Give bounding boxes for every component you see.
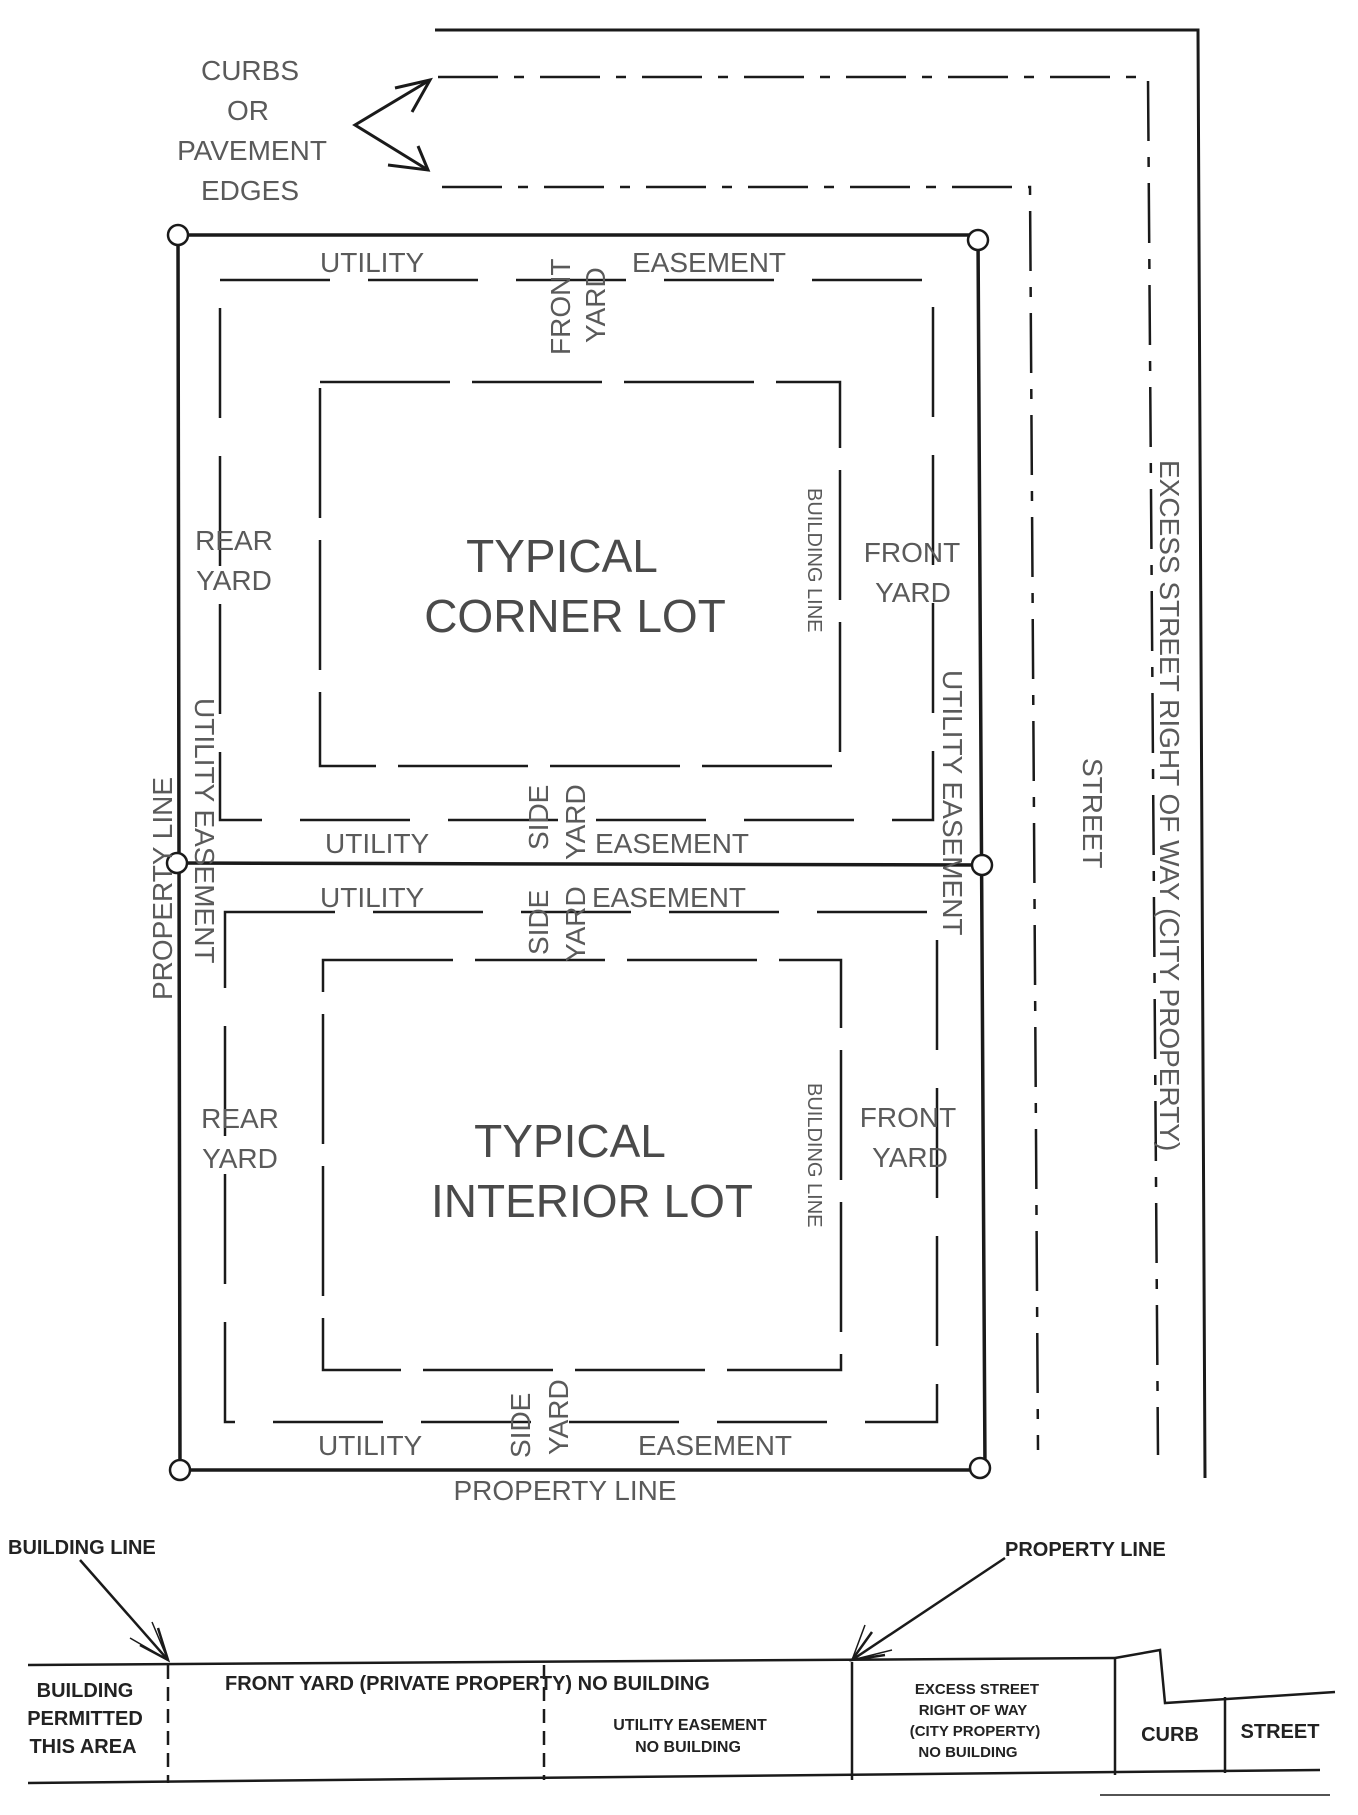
svg-text:PAVEMENT: PAVEMENT [177, 135, 327, 166]
building-permitted-3: THIS AREA [29, 1736, 136, 1758]
corner-top-easement: EASEMENT [632, 247, 786, 278]
pin-icon [166, 223, 190, 247]
arrow-icon [387, 145, 431, 172]
interior-rear-yard-1: REAR [201, 1103, 279, 1134]
svg-text:EDGES: EDGES [201, 175, 299, 206]
excess-row-label: EXCESS STREET RIGHT OF WAY (CITY PROPERT… [1154, 460, 1185, 1151]
arrow-head-icon [850, 1624, 893, 1662]
corner-front-yard-top-2: YARD [580, 267, 611, 343]
interior-lot-labels: UTILITY EASEMENT SIDE YARD TYPICAL INTER… [201, 882, 956, 1461]
pin-icon [168, 1458, 192, 1482]
bottom-property-line-label: PROPERTY LINE [453, 1475, 676, 1506]
pavement-edge-inner [442, 185, 1040, 1451]
section-bottom-line [27, 1768, 1321, 1785]
corner-bottom-easement: EASEMENT [595, 828, 749, 859]
property-line-arrow-icon [851, 1556, 1006, 1662]
corner-utility-easement-line [218, 278, 935, 822]
corner-rear-yard-1: REAR [195, 525, 273, 556]
interior-top-utility: UTILITY [320, 882, 425, 913]
utility-easement-label-2: NO BUILDING [635, 1739, 741, 1756]
interior-lot-title-1: TYPICAL [474, 1115, 666, 1167]
corner-building-line-label: BUILDING LINE [803, 488, 825, 632]
corner-lot-labels: UTILITY EASEMENT FRONT YARD TYPICAL CORN… [195, 247, 968, 936]
building-line-arrow-icon [79, 1559, 169, 1661]
corner-bottom-utility: UTILITY [325, 828, 430, 859]
interior-front-yard-2: YARD [872, 1142, 948, 1173]
section-labels: BUILDING LINE PROPERTY LINE BUILDING PER… [8, 1537, 1319, 1761]
interior-bottom-easement: EASEMENT [638, 1430, 792, 1461]
interior-building-line-label: BUILDING LINE [803, 1083, 825, 1227]
curb-step-line [1114, 1648, 1336, 1705]
section-top-line [27, 1656, 1116, 1667]
corner-front-yard-2: YARD [875, 577, 951, 608]
excess-street-label-2: RIGHT OF WAY [919, 1702, 1028, 1719]
street-section-label: STREET [1241, 1721, 1320, 1743]
interior-rear-yard-2: YARD [202, 1143, 278, 1174]
lot-division-line [177, 861, 983, 867]
pin-icon [968, 1456, 992, 1480]
corner-top-utility: UTILITY [320, 247, 425, 278]
pavement-edge-outer [438, 75, 1160, 1456]
building-permitted-2: PERMITTED [27, 1708, 143, 1730]
section-lines [27, 1648, 1336, 1796]
corner-building-line [318, 380, 842, 768]
svg-text:OR: OR [227, 95, 269, 126]
interior-side-yard-top-1: SIDE [523, 890, 554, 955]
building-permitted-1: BUILDING [37, 1680, 134, 1702]
interior-side-yard-top-2: YARD [560, 886, 591, 962]
arrow-icon [352, 78, 431, 172]
interior-bottom-utility: UTILITY [318, 1430, 423, 1461]
excess-street-label-1: EXCESS STREET [915, 1681, 1039, 1698]
corner-lot-title-2: CORNER LOT [424, 590, 726, 642]
corner-front-yard-top-1: FRONT [545, 259, 576, 355]
pin-icon [966, 228, 990, 252]
left-property-line-label: PROPERTY LINE [147, 777, 178, 1000]
corner-lot-title-1: TYPICAL [466, 530, 658, 582]
interior-side-yard-bottom-2: YARD [543, 1379, 574, 1455]
street-label: STREET [1077, 758, 1108, 868]
interior-building-line [321, 958, 843, 1372]
interior-front-yard-1: FRONT [860, 1102, 956, 1133]
property-line-callout: PROPERTY LINE [1005, 1539, 1166, 1561]
section-callout-arrows [79, 1556, 1006, 1663]
interior-utility-easement-line [223, 910, 939, 1424]
corner-front-yard-1: FRONT [864, 537, 960, 568]
curb-label: CURB [1141, 1724, 1199, 1746]
excess-row-boundary-line [435, 28, 1207, 1479]
pin-icon [970, 853, 994, 877]
arrow-icon [394, 77, 433, 113]
interior-top-easement: EASEMENT [592, 882, 746, 913]
excess-street-label-4: NO BUILDING [918, 1744, 1017, 1761]
utility-easement-label-1: UTILITY EASEMENT [613, 1717, 767, 1734]
corner-side-yard-1: SIDE [523, 785, 554, 850]
left-utility-easement-label: UTILITY EASEMENT [189, 698, 220, 964]
curbs-label: CURBS OR PAVEMENT EDGES [177, 55, 327, 206]
pin-icon [165, 851, 189, 875]
building-line-callout: BUILDING LINE [8, 1537, 156, 1559]
interior-side-yard-bottom-1: SIDE [505, 1393, 536, 1458]
corner-rear-yard-2: YARD [196, 565, 272, 596]
corner-right-utility-easement: UTILITY EASEMENT [937, 670, 968, 936]
svg-text:CURBS: CURBS [201, 55, 299, 86]
front-yard-private-label: FRONT YARD (PRIVATE PROPERTY) NO BUILDIN… [225, 1673, 710, 1695]
curbs-arrows [352, 77, 433, 172]
arrow-head-icon [129, 1621, 170, 1662]
corner-side-yard-2: YARD [560, 784, 591, 860]
excess-street-label-3: (CITY PROPERTY) [910, 1723, 1041, 1740]
interior-lot-title-2: INTERIOR LOT [431, 1175, 753, 1227]
property-pins [165, 223, 994, 1482]
